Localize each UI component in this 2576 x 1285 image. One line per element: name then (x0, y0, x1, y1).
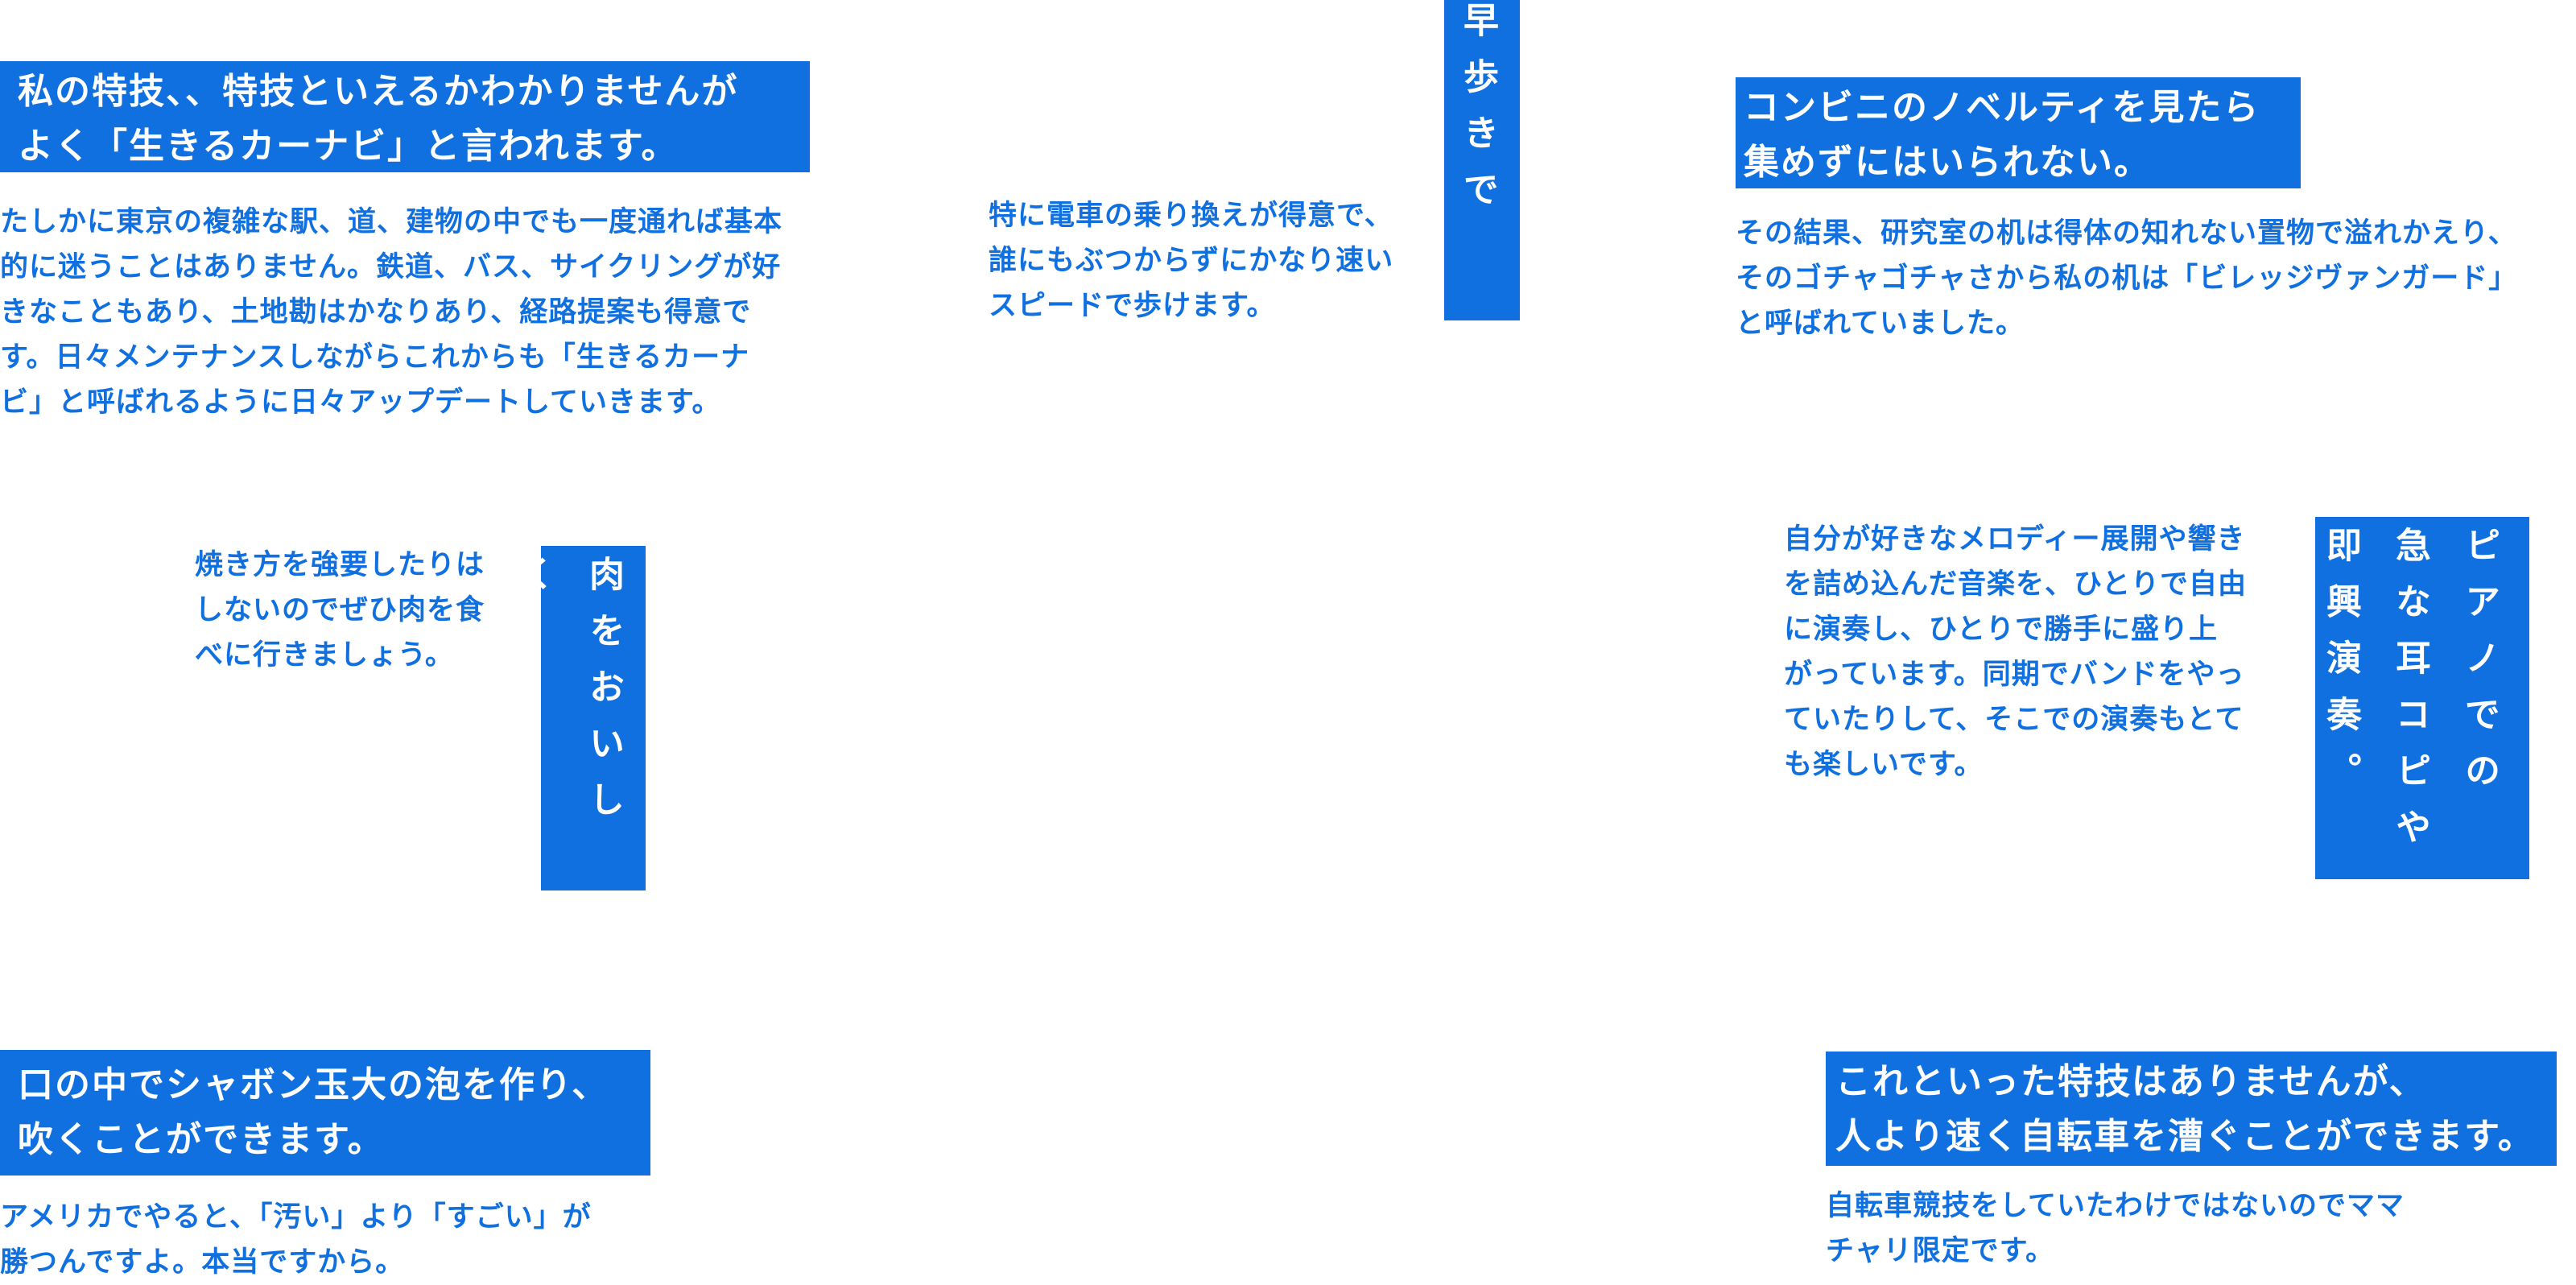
bubble-title: 口の中でシャボン玉大の泡を作り、 吹くことができます。 (0, 1050, 650, 1176)
piano-description: 自分が好きなメロディー展開や響き を詰め込んだ音楽を、ひとりで自由 に演奏し、ひ… (1784, 523, 2247, 781)
meat-title: 肉をおいしく 焼くこと。 (541, 546, 646, 890)
novelty-title: コンビニのノベルティを見たら 集めずにはいられない。 (1736, 77, 2301, 188)
bicycle-title: これといった特技はありませんが、 人より速く自転車を漕ぐことができます。 (1826, 1052, 2557, 1166)
bubble-description: アメリカでやると、「汚い」より「すごい」が 勝つんですよ。本当ですから。 (0, 1201, 592, 1279)
meat-description: 焼き方を強要したりは しないのでぜひ肉を食 べに行きましょう。 (195, 549, 485, 671)
bicycle-description: 自転車競技をしていたわけではないのでママ チャリ限定です。 (1826, 1190, 2405, 1267)
novelty-description: その結果、研究室の机は得体の知れない置物で溢れかえり、 そのゴチャゴチャさから私… (1736, 217, 2518, 340)
navigation-title: 私の特技、、特技といえるかわかりませんが よく「生きるカーナビ」と言われます。 (0, 61, 810, 172)
walking-title: 早歩きです。 (1444, 0, 1520, 320)
navigation-description: たしかに東京の複雑な駅、道、建物の中でも一度通れば基本 的に迷うことはありません… (0, 206, 783, 419)
piano-title: ピアノでの 急な耳コピや 即興演奏。 (2315, 517, 2529, 879)
walking-description: 特に電車の乗り換えが得意で、 誰にもぶつからずにかなり速い スピードで歩けます。 (989, 200, 1394, 322)
